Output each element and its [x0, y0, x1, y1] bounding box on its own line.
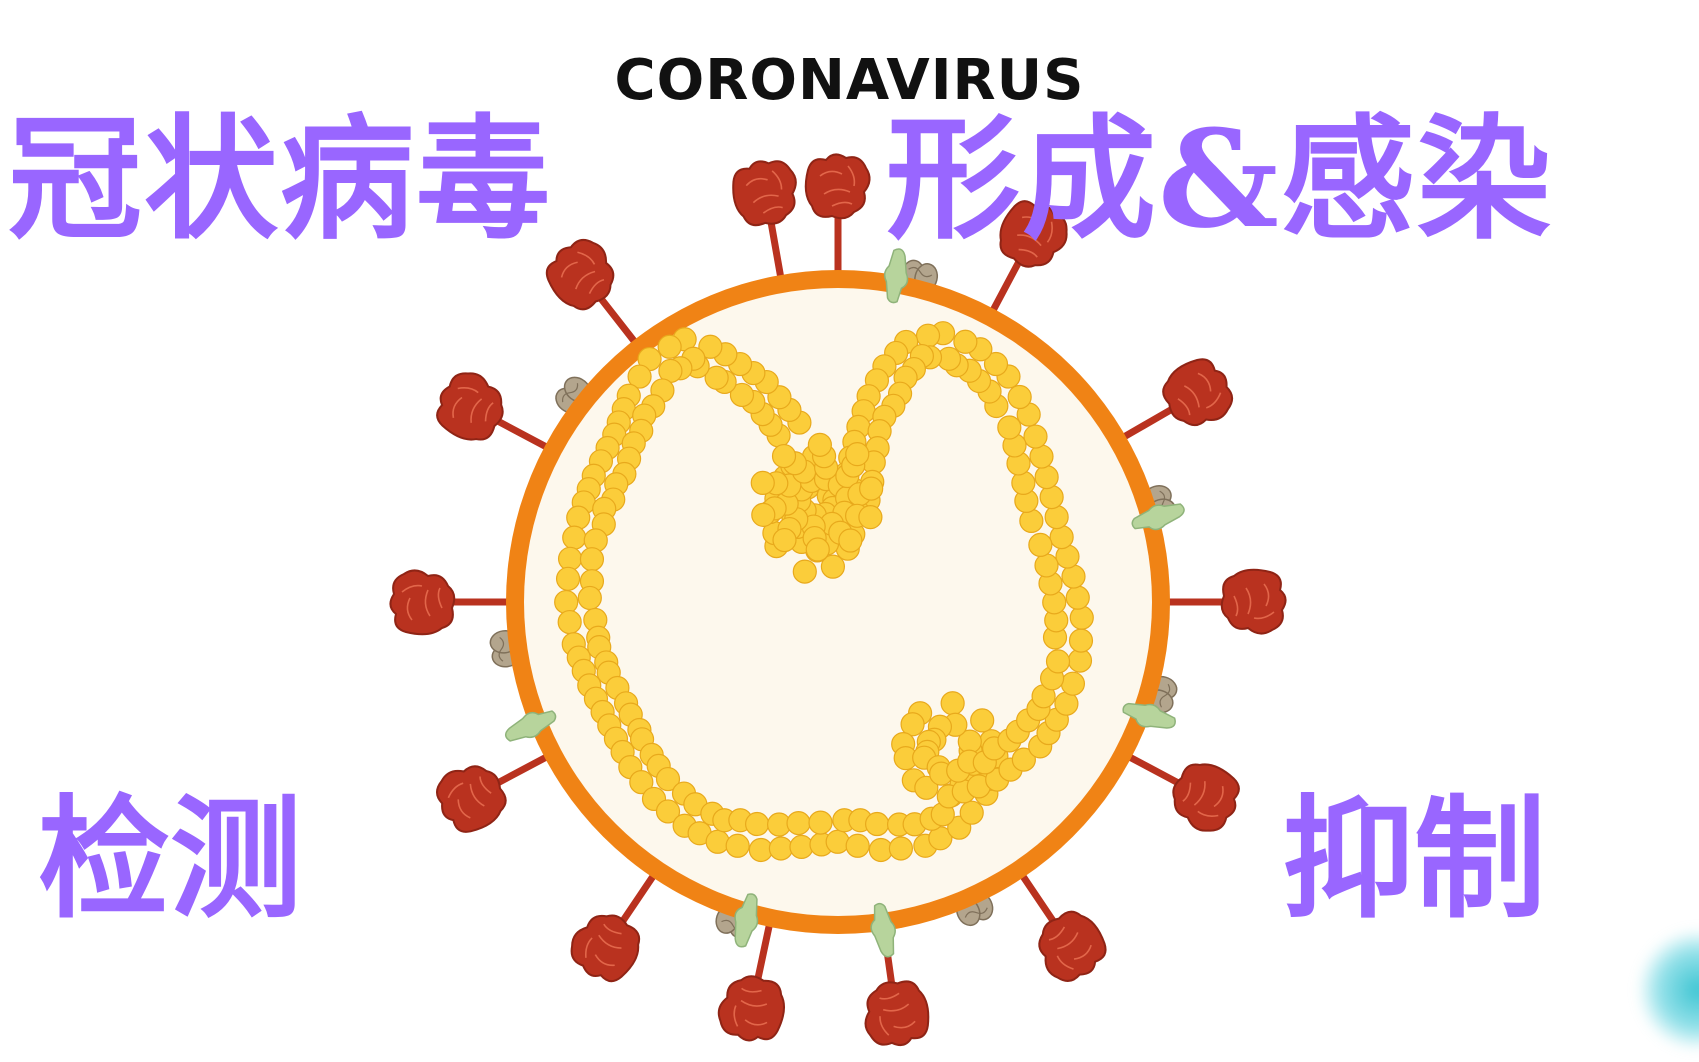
- spike-protein-icon: [1156, 568, 1287, 635]
- spike-protein-icon: [1113, 358, 1234, 445]
- spike-protein-icon: [804, 153, 871, 284]
- envelope-protein-icon: [883, 248, 909, 304]
- spike-protein-icon: [389, 569, 520, 636]
- spike-protein-icon: [1014, 865, 1107, 982]
- spike-protein-icon: [985, 200, 1068, 322]
- diagram-title: CORONAVIRUS: [614, 48, 1085, 113]
- rna-strand: [554, 321, 1094, 863]
- label-coronavirus: 冠状病毒: [8, 100, 553, 258]
- spike-protein-icon: [732, 160, 797, 289]
- spike-protein-icon: [436, 372, 558, 455]
- spike-protein-icon: [436, 749, 558, 833]
- envelope-protein-icon: [1122, 702, 1176, 729]
- spike-protein-icon: [717, 913, 786, 1042]
- envelope-protein-icon: [734, 893, 759, 948]
- spike-protein-icon: [1118, 749, 1240, 832]
- label-formation-infection: 形成&感染: [886, 100, 1553, 258]
- envelope-protein-icon: [870, 902, 896, 958]
- spike-protein-icon: [570, 865, 662, 983]
- label-inhibition: 抑制: [1282, 782, 1546, 937]
- spike-proteins: [389, 153, 1287, 1047]
- envelope-proteins: [504, 248, 1185, 958]
- spike-protein-icon: [545, 238, 644, 352]
- envelope-protein-icon: [1131, 503, 1185, 531]
- label-detection: 检测: [38, 782, 302, 937]
- envelope-protein-icon: [504, 710, 557, 742]
- spike-protein-icon: [864, 917, 930, 1047]
